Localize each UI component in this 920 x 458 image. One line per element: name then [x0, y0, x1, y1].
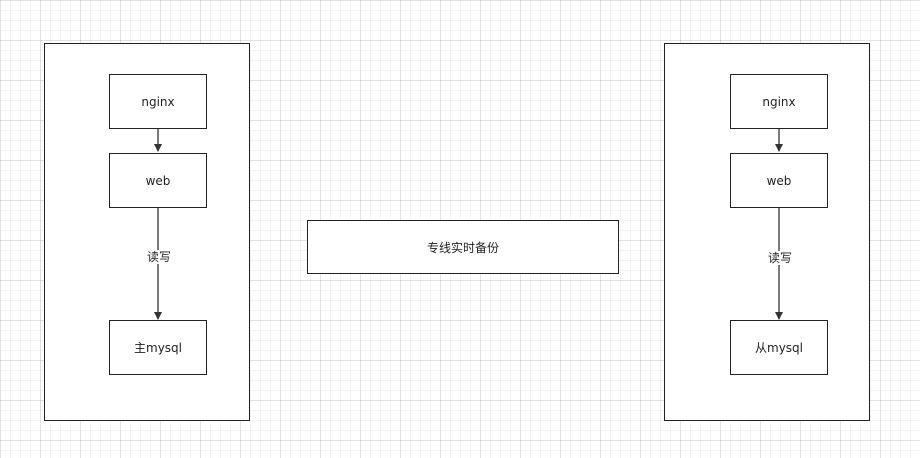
left-master-mysql-node: 主mysql [109, 320, 207, 375]
dedicated-line-backup-node: 专线实时备份 [307, 220, 619, 274]
right-web-node: web [730, 153, 828, 208]
dedicated-line-backup-label: 专线实时备份 [426, 240, 499, 255]
left-web-label: web [145, 173, 171, 188]
right-web-label: web [766, 173, 792, 188]
left-master-mysql-label: 主mysql [134, 341, 182, 355]
right-nginx-label: nginx [762, 94, 796, 109]
left-read-write-label: 读写 [144, 250, 174, 264]
right-slave-mysql-node: 从mysql [730, 320, 828, 375]
left-nginx-node: nginx [109, 74, 207, 129]
right-nginx-node: nginx [730, 74, 828, 129]
left-nginx-label: nginx [141, 94, 175, 109]
right-slave-mysql-label: 从mysql [755, 341, 803, 355]
right-read-write-label: 读写 [765, 251, 795, 265]
left-web-node: web [109, 153, 207, 208]
